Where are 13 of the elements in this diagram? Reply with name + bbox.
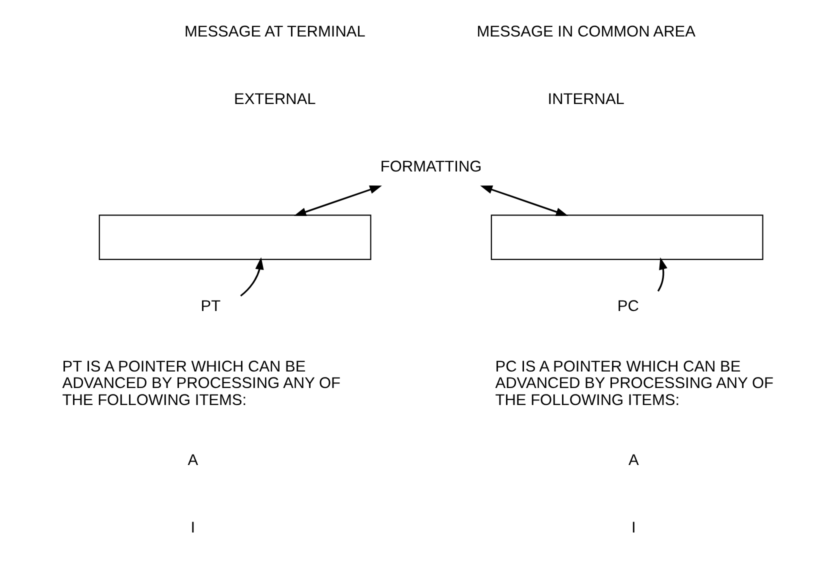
label: PT IS A POINTER WHICH CAN BE ADVANCED BY PROCESSING ANY OF THE FOLLOWING ITEMS:	[62, 358, 340, 409]
node-text: FORMATTING	[380, 158, 482, 176]
label: A	[187, 452, 198, 470]
label: EXTERNAL	[233, 91, 316, 108]
node-text: PT	[200, 298, 220, 316]
label: MESSAGE AT TERMINAL	[184, 24, 365, 41]
label: INTERNAL	[547, 91, 624, 108]
label: I	[631, 520, 636, 537]
label: PC IS A POINTER WHICH CAN BE ADVANCED BY PROCESSING ANY OF THE FOLLOWING ITEMS:	[494, 358, 774, 409]
node-text: PC	[616, 298, 638, 316]
label: MESSAGE IN COMMON AREA	[476, 24, 695, 41]
label: I	[190, 520, 195, 537]
label: A	[628, 452, 638, 470]
